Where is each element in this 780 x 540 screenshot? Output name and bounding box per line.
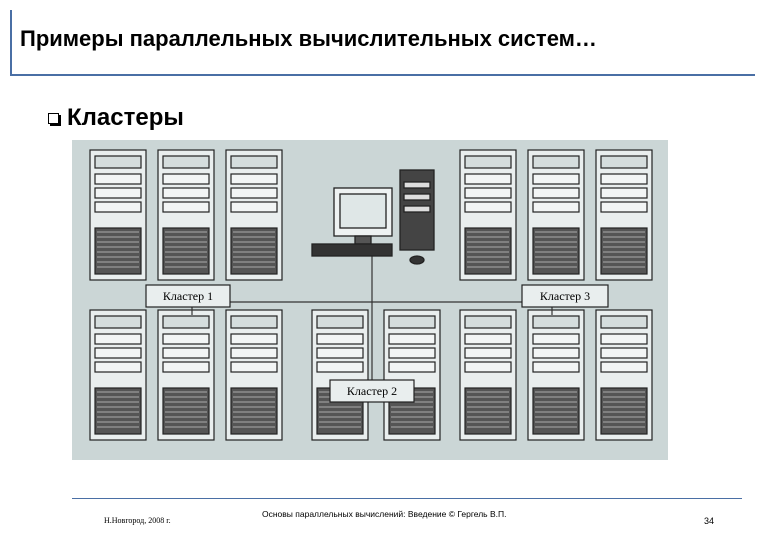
server-rack bbox=[89, 309, 147, 441]
server-rack bbox=[459, 309, 517, 441]
server-rack bbox=[225, 149, 283, 281]
bullet-text: Кластеры bbox=[67, 104, 184, 131]
server-rack bbox=[527, 149, 585, 281]
page-number: 34 bbox=[704, 516, 715, 526]
footer-location-date: Н.Новгород, 2008 г. bbox=[104, 516, 171, 525]
server-rack bbox=[459, 149, 517, 281]
server-rack bbox=[383, 309, 441, 441]
cluster-label-2: Кластер 2 bbox=[329, 379, 415, 403]
cluster-1-label: Кластер 1 bbox=[163, 289, 213, 303]
footer-course-title: Основы параллельных вычислений: Введение… bbox=[262, 509, 507, 519]
server-rack bbox=[157, 149, 215, 281]
cluster-2-label: Кластер 2 bbox=[347, 384, 397, 398]
workstation-computer bbox=[311, 169, 435, 265]
slide-title: Примеры параллельных вычислительных сист… bbox=[20, 26, 597, 51]
checkbox-bullet-icon bbox=[48, 112, 59, 124]
cluster-3-label: Кластер 3 bbox=[540, 289, 590, 303]
server-rack bbox=[89, 149, 147, 281]
server-racks bbox=[89, 149, 653, 441]
clusters-illustration: Кластер 1 Кластер 2 Кластер 3 bbox=[72, 140, 668, 460]
server-rack bbox=[595, 309, 653, 441]
server-rack bbox=[595, 149, 653, 281]
server-rack bbox=[225, 309, 283, 441]
server-rack bbox=[157, 309, 215, 441]
cluster-label-3: Кластер 3 bbox=[521, 284, 609, 308]
footer-divider bbox=[72, 498, 742, 499]
bullet-item: Кластеры bbox=[48, 104, 184, 132]
cluster-label-1: Кластер 1 bbox=[145, 284, 231, 308]
title-frame bbox=[10, 10, 755, 76]
server-rack bbox=[527, 309, 585, 441]
server-rack bbox=[311, 309, 369, 441]
